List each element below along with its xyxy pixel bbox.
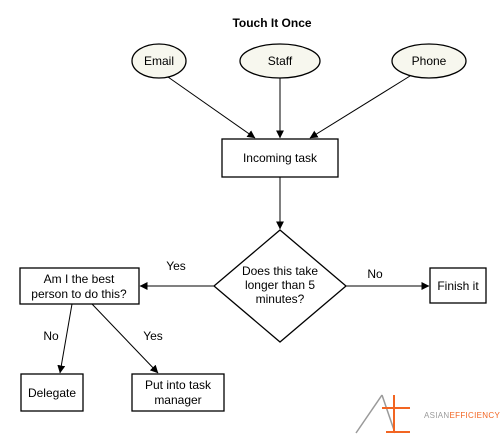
best-person-to-task-manager-arrow <box>91 303 159 374</box>
task-manager-label-line2: manager <box>154 393 201 407</box>
delegate-label: Delegate <box>28 386 76 400</box>
phone-label: Phone <box>412 54 447 68</box>
decision-label-line1: Does this take <box>242 264 318 278</box>
staff-label: Staff <box>268 54 293 68</box>
task-manager-node: Put into task manager <box>131 373 225 412</box>
email-label: Email <box>144 54 174 68</box>
best-person-to-delegate-arrow <box>57 303 73 374</box>
email-to-incoming-arrow <box>167 76 256 139</box>
yes-edge-label-left: Yes <box>166 259 186 273</box>
logo-wordmark-asian: ASIAN <box>424 411 450 420</box>
decision-node: Does this take longer than 5 minutes? <box>212 229 348 343</box>
phone-to-incoming-arrow <box>309 75 411 139</box>
finish-node: Finish it <box>429 267 487 304</box>
ae-logo-mark-icon <box>355 394 410 434</box>
delegate-node: Delegate <box>20 373 84 412</box>
best-person-label-line2: person to do this? <box>31 287 127 301</box>
no-edge-label-delegate: No <box>43 329 59 343</box>
incoming-task-node: Incoming task <box>221 138 339 178</box>
diagram-title: Touch It Once <box>232 16 311 30</box>
yes-edge-label-task: Yes <box>143 329 163 343</box>
decision-label-line2: longer than 5 <box>245 278 315 292</box>
best-person-label-line1: Am I the best <box>44 272 115 286</box>
logo-wordmark: ASIANEFFICIENCY <box>424 411 500 420</box>
staff-node: Staff <box>239 43 321 79</box>
no-edge-label-right: No <box>367 267 383 281</box>
best-person-node: Am I the best person to do this? <box>19 267 140 305</box>
logo-wordmark-efficiency: EFFICIENCY <box>450 411 501 420</box>
phone-node: Phone <box>391 43 467 79</box>
decision-label-line3: minutes? <box>256 292 305 306</box>
incoming-task-label: Incoming task <box>243 151 318 165</box>
task-manager-label-line1: Put into task <box>145 378 212 392</box>
finish-label: Finish it <box>437 279 479 293</box>
asian-efficiency-logo: ASIANEFFICIENCY <box>355 394 500 434</box>
email-node: Email <box>131 43 187 79</box>
